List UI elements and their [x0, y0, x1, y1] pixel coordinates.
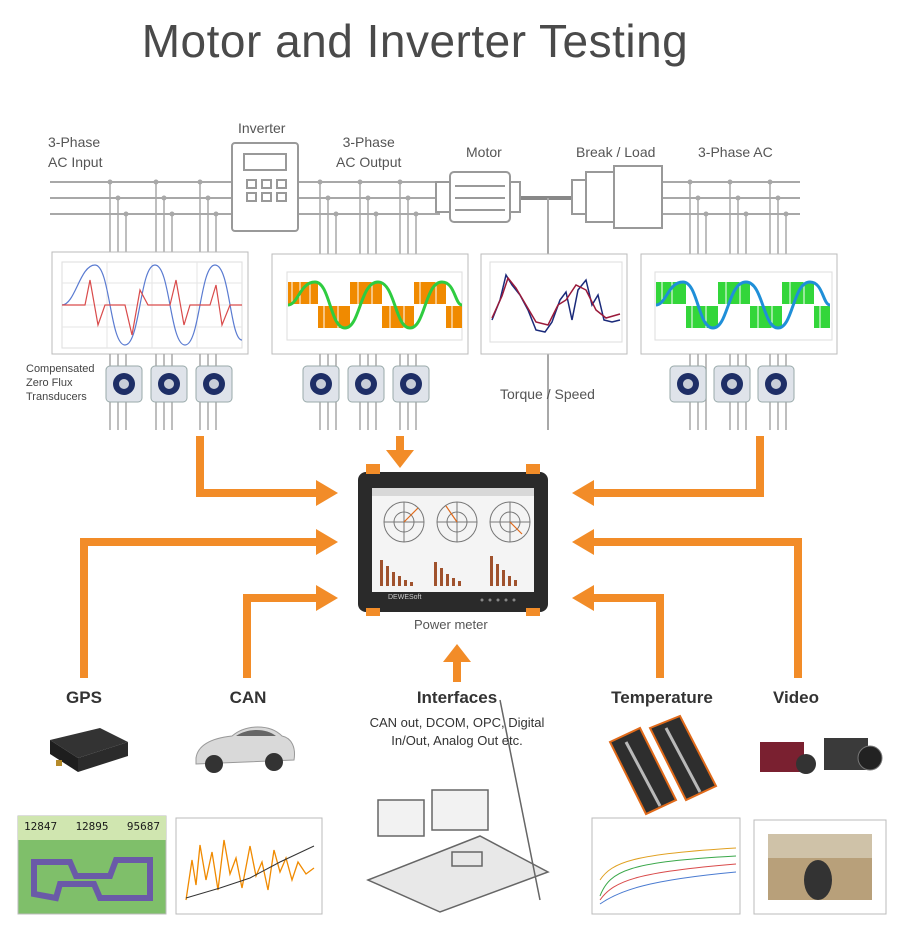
load-label: Break / Load	[576, 144, 656, 160]
interfaces-desc-line1: CAN out, DCOM, OPC, Digital	[369, 715, 545, 730]
video-frame-thumbnail	[753, 819, 887, 915]
power-meter-device	[358, 464, 548, 616]
transducers-line2: Zero Flux	[26, 377, 73, 389]
ac-output-line2: AC Output	[336, 154, 402, 170]
ac-input-line1: 3-Phase	[48, 134, 101, 150]
torque-speed-label: Torque / Speed	[500, 386, 595, 402]
interfaces-desc-line2: In/Out, Analog Out etc.	[391, 733, 523, 748]
scope-chart-pwm-output	[271, 253, 469, 355]
temperature-heading: Temperature	[611, 688, 713, 707]
ac-input-line2: AC Input	[48, 154, 103, 170]
gps-readout-3: 95687	[126, 820, 160, 833]
transducers-label: Compensated Zero Flux Transducers	[26, 362, 95, 404]
gps-heading: GPS	[66, 688, 102, 707]
transducer-group-2	[302, 365, 430, 403]
scope-chart-input	[51, 251, 249, 355]
ac-output-label: 3-Phase AC Output	[336, 132, 401, 172]
camera-icon	[760, 738, 883, 774]
transducers-line1: Compensated	[26, 363, 95, 375]
gps-readout: 12847 12895 95687	[24, 820, 160, 833]
interfaces-heading: Interfaces	[416, 688, 498, 707]
load-icon	[571, 165, 663, 229]
transducer-group-1	[105, 365, 233, 403]
car-icon	[195, 726, 295, 773]
scope-chart-pwm-ac	[640, 253, 838, 355]
video-heading: Video	[773, 688, 819, 707]
power-meter-label: Power meter	[414, 617, 488, 632]
gps-readout-2: 12895	[75, 820, 109, 833]
ac-out2-label: 3-Phase AC	[698, 144, 773, 160]
transducers-line3: Transducers	[26, 391, 87, 403]
motor-icon	[435, 171, 521, 223]
gps-device-icon	[50, 728, 128, 772]
interfaces-description: CAN out, DCOM, OPC, Digital In/Out, Anal…	[360, 714, 554, 750]
transducer-group-3	[669, 365, 795, 403]
control-room-sketch	[366, 699, 550, 913]
tap-dots	[107, 179, 789, 217]
inverter-icon	[231, 142, 299, 232]
voltage-taps-1	[109, 182, 787, 255]
arrow-heads	[316, 450, 594, 662]
device-brand: DEWESoft	[388, 594, 422, 601]
temperature-chart-thumbnail	[591, 817, 741, 915]
gps-readout-1: 12847	[24, 820, 58, 833]
can-heading: CAN	[229, 688, 267, 707]
motor-label: Motor	[466, 144, 502, 160]
ac-input-label: 3-Phase AC Input	[48, 132, 102, 172]
inverter-label: Inverter	[238, 120, 286, 136]
scope-chart-torque	[480, 253, 628, 355]
gps-track-thumbnail	[17, 815, 167, 915]
can-data-thumbnail	[175, 817, 323, 915]
temperature-module-icon	[608, 714, 718, 816]
ac-output-line1: 3-Phase	[342, 134, 395, 150]
signal-arrows	[80, 436, 802, 682]
page-title: Motor and Inverter Testing	[141, 15, 689, 67]
